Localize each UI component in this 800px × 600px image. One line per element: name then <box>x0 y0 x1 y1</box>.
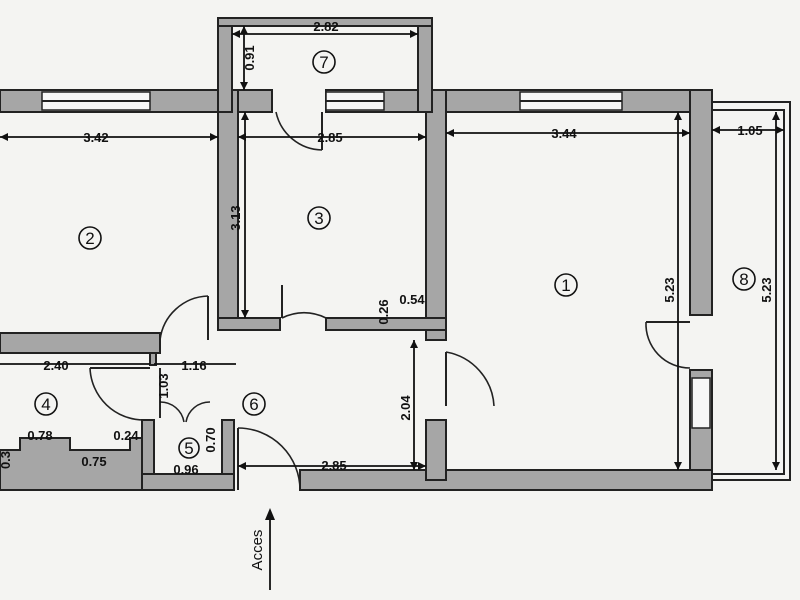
door-4-arc <box>89 367 145 421</box>
door-1-arc <box>445 351 495 407</box>
room-6-number: 6 <box>249 395 258 414</box>
doors <box>89 111 691 491</box>
room-6-circle <box>242 392 266 416</box>
entrance-door-arc <box>237 427 301 491</box>
dim-room3-niche-depth: 0.26 <box>376 299 391 324</box>
entrance-label: Acces <box>249 530 266 571</box>
wall-room7-left <box>217 17 233 113</box>
room-8-number: 8 <box>739 270 748 289</box>
dim-room7-width: 2.82 <box>313 19 338 34</box>
balcony-8-inner <box>712 109 785 475</box>
wall-room7-top <box>217 17 433 27</box>
room-4-circle <box>34 392 58 416</box>
dim-room4-a: 0.78 <box>27 428 52 443</box>
wall-room1-right <box>689 89 713 316</box>
door-3-bottom-arc <box>281 311 327 319</box>
room-3-circle <box>307 206 331 230</box>
dim-room3-niche-width: 0.54 <box>399 292 425 307</box>
wall-room4-right <box>149 352 157 366</box>
dim-room4-d: 0.3 <box>0 451 13 469</box>
wall-room3-bottom-left <box>217 317 281 331</box>
wall-room5-right <box>221 419 235 481</box>
dim-room8-width: 1.05 <box>737 123 762 138</box>
dim-room3-width: 2.85 <box>317 130 342 145</box>
dimension-lines <box>0 26 784 470</box>
dim-room1-depth: 5.23 <box>662 277 677 302</box>
room-3-number: 3 <box>314 209 323 228</box>
room-labels: 1 2 3 4 5 6 7 8 <box>34 50 756 459</box>
wall-room3-bottom-right <box>325 317 447 331</box>
wall-3-1 <box>425 89 447 341</box>
dim-room4-c: 0.75 <box>81 454 106 469</box>
wall-room4-bottom <box>0 437 143 491</box>
room-2-number: 2 <box>85 229 94 248</box>
door-3-7-arc <box>275 111 323 151</box>
window-room1-right <box>691 377 711 429</box>
dim-room5-depth-a: 1.03 <box>156 373 171 398</box>
room-7-circle <box>312 50 336 74</box>
dimension-labels: 2.82 0.91 3.42 2.85 3.44 1.05 3.13 5.23 … <box>0 19 774 477</box>
wall-room5-left <box>141 419 155 481</box>
room-8-circle <box>732 267 756 291</box>
dim-room3-depth: 3.13 <box>228 205 243 230</box>
wall-room7-right <box>417 17 433 113</box>
wall-6-1 <box>425 419 447 481</box>
wall-bottom-right <box>299 469 713 491</box>
dim-room1-width: 3.44 <box>551 126 577 141</box>
dim-room7-depth: 0.91 <box>242 45 257 70</box>
entrance-arrow-head <box>265 508 275 520</box>
dim-room5-width: 0.96 <box>173 462 198 477</box>
balcony-8-outline <box>712 101 791 481</box>
door-2-arc <box>159 295 209 341</box>
dim-room6-depth: 2.04 <box>398 395 413 421</box>
room-5-circle <box>178 437 200 459</box>
dim-room5-depth-b: 0.70 <box>203 427 218 452</box>
dim-room4-width: 2.40 <box>43 358 68 373</box>
dim-entry-width: 2.85 <box>321 458 346 473</box>
room-5-number: 5 <box>184 439 193 458</box>
walls <box>0 17 713 491</box>
door-5-arc-left <box>159 401 185 423</box>
entrance-marker: Acces <box>249 508 275 590</box>
dim-room2-width: 3.42 <box>83 130 108 145</box>
dim-room4-b: 0.24 <box>113 428 139 443</box>
door-1-8-arc <box>645 321 691 369</box>
room-1-number: 1 <box>561 276 570 295</box>
balcony-8 <box>712 101 791 481</box>
wall-room2-bottom <box>0 332 161 354</box>
dim-hall-width: 1.16 <box>181 358 206 373</box>
room-4-number: 4 <box>41 395 50 414</box>
room-7-number: 7 <box>319 53 328 72</box>
dim-room8-depth: 5.23 <box>759 277 774 302</box>
room-1-circle <box>554 273 578 297</box>
door-5-arc-right <box>185 401 211 423</box>
windows <box>41 91 711 429</box>
room-2-circle <box>78 226 102 250</box>
